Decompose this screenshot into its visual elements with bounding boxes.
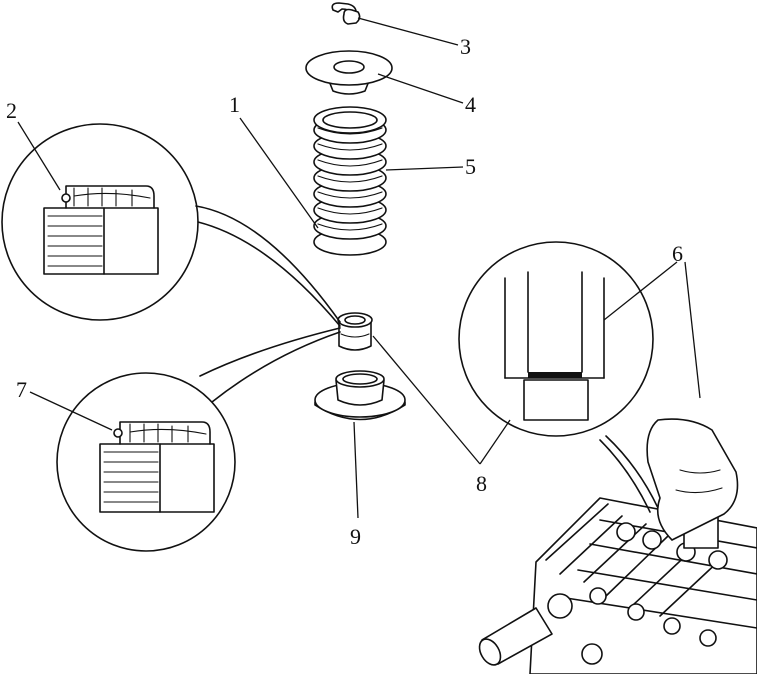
spring-seat-part bbox=[314, 370, 406, 421]
installer-detail-circle bbox=[458, 241, 654, 437]
seal-detail-circle-upper bbox=[1, 123, 199, 321]
callout-leader-lines bbox=[17, 17, 701, 519]
seal-detail-circle-lower bbox=[56, 372, 236, 552]
callout-6: 6 bbox=[672, 241, 683, 266]
cylinder-head-illustration bbox=[478, 418, 757, 674]
callout-labels: 1 2 3 4 5 6 7 8 9 bbox=[6, 34, 683, 549]
detail-connector-lines bbox=[195, 205, 341, 403]
callout-9: 9 bbox=[350, 524, 361, 549]
valve-keeper-part bbox=[331, 2, 361, 25]
spring-retainer-part bbox=[305, 50, 393, 95]
callout-7: 7 bbox=[16, 377, 27, 402]
callout-3: 3 bbox=[460, 34, 471, 59]
callout-4: 4 bbox=[465, 92, 476, 117]
callout-1: 1 bbox=[229, 92, 240, 117]
callout-2: 2 bbox=[6, 98, 17, 123]
callout-5: 5 bbox=[465, 154, 476, 179]
callout-8: 8 bbox=[476, 471, 487, 496]
valve-stem-seal-part bbox=[337, 312, 373, 351]
valve-spring-part bbox=[313, 106, 387, 256]
